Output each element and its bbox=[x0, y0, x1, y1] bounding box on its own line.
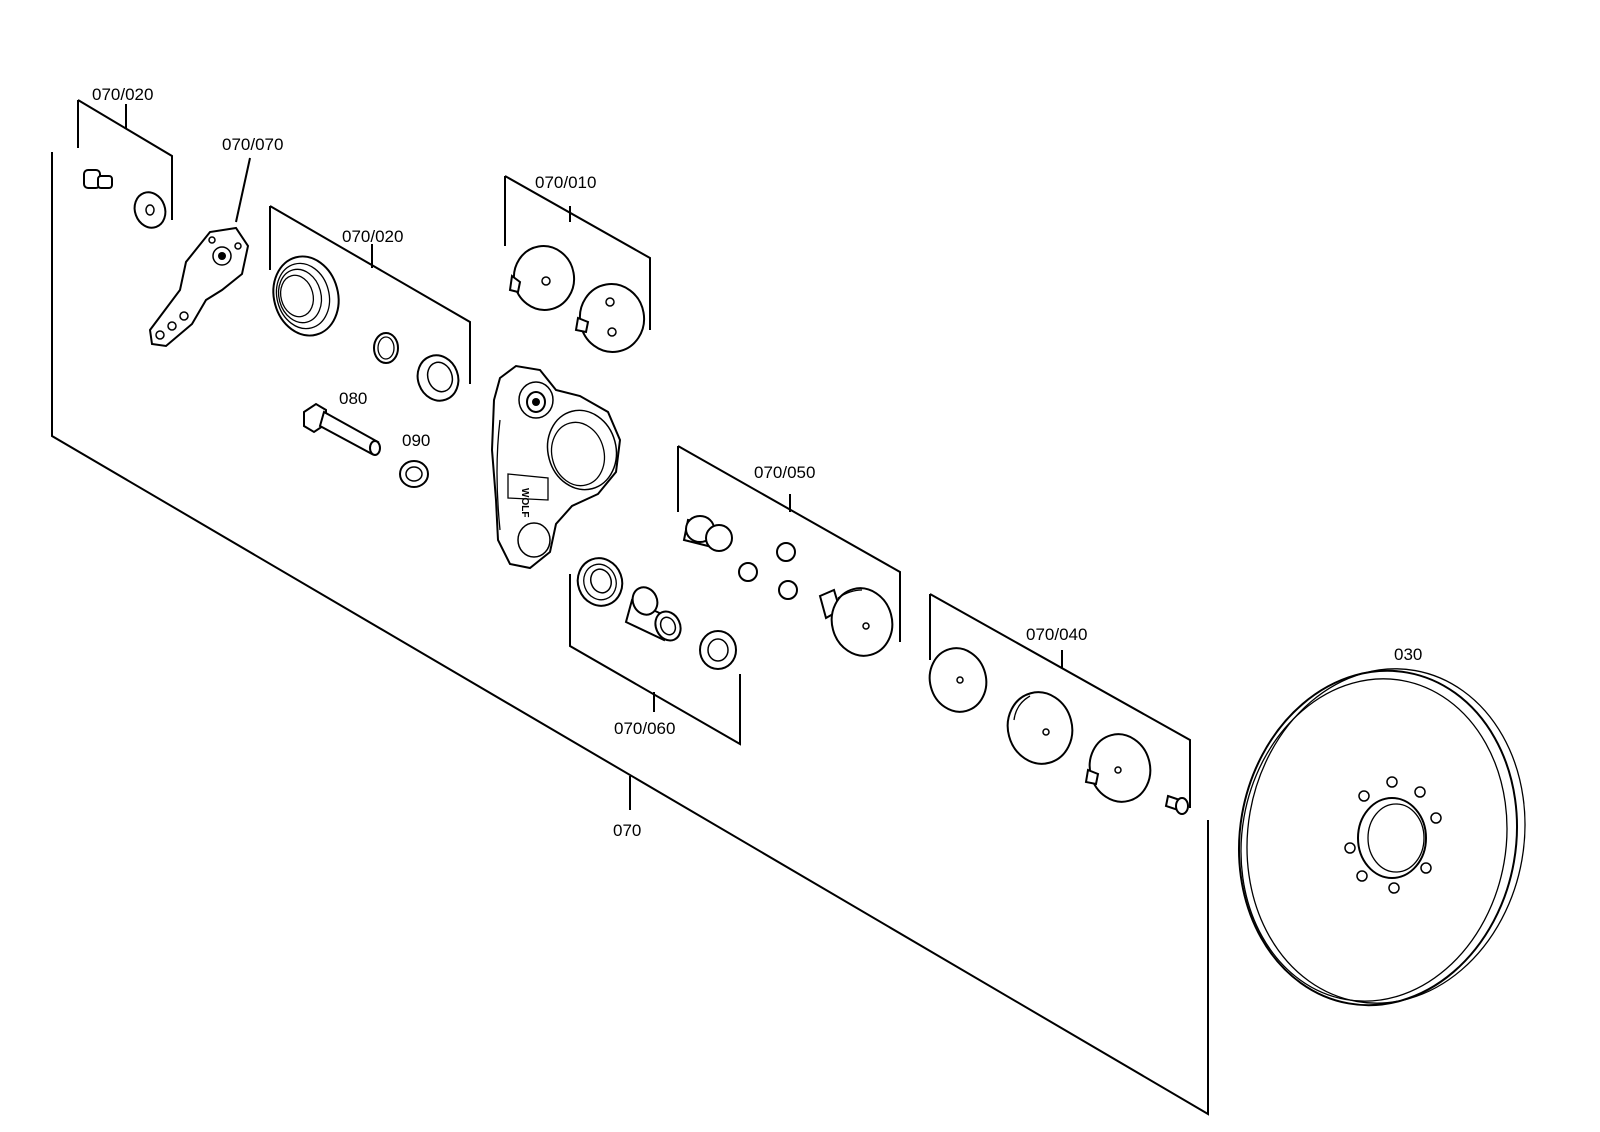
leader-070-070 bbox=[235, 157, 251, 223]
bushing-sleeve[interactable] bbox=[411, 350, 464, 407]
group-070-040-bracket bbox=[929, 593, 1191, 808]
cover-plate[interactable] bbox=[1082, 727, 1158, 808]
guide-sleeve[interactable] bbox=[624, 583, 685, 644]
brake-pad-right[interactable] bbox=[574, 279, 650, 357]
piston-bushing[interactable] bbox=[682, 515, 733, 552]
callout-070-020-a[interactable]: 070/020 bbox=[92, 85, 153, 104]
balls-set[interactable] bbox=[738, 542, 798, 600]
caliper-housing[interactable]: WOLF bbox=[490, 364, 625, 570]
brake-pad-left[interactable] bbox=[508, 241, 579, 314]
callout-070-060[interactable]: 070/060 bbox=[614, 719, 675, 738]
callout-070-050[interactable]: 070/050 bbox=[754, 463, 815, 482]
washer-small[interactable] bbox=[130, 188, 171, 232]
cap-housing[interactable] bbox=[1000, 685, 1080, 771]
group-070-bracket bbox=[51, 152, 1209, 1116]
housing-brand-mark: WOLF bbox=[519, 488, 530, 517]
thrust-piston[interactable] bbox=[818, 581, 900, 662]
callout-070-070[interactable]: 070/070 bbox=[222, 135, 283, 154]
slack-adjuster-lever[interactable] bbox=[148, 226, 250, 348]
group-070-050-bracket bbox=[677, 445, 901, 642]
retaining-ring[interactable] bbox=[699, 630, 737, 670]
callout-090[interactable]: 090 bbox=[402, 431, 430, 450]
flat-washer[interactable] bbox=[399, 460, 429, 488]
callout-070[interactable]: 070 bbox=[613, 821, 641, 840]
callout-070-040[interactable]: 070/040 bbox=[1026, 625, 1087, 644]
callout-070-010[interactable]: 070/010 bbox=[535, 173, 596, 192]
seal-ring[interactable] bbox=[571, 552, 629, 612]
pin-bolt[interactable] bbox=[83, 169, 113, 189]
callout-070-020-b[interactable]: 070/020 bbox=[342, 227, 403, 246]
group-070-020-b-bracket bbox=[269, 205, 471, 384]
callout-080[interactable]: 080 bbox=[339, 389, 367, 408]
hex-bolt[interactable] bbox=[303, 402, 381, 456]
group-070-060-bracket bbox=[569, 574, 741, 746]
group-070-010-bracket bbox=[504, 175, 651, 330]
cover-disc[interactable] bbox=[923, 642, 994, 718]
brake-disc[interactable] bbox=[1213, 647, 1551, 1028]
group-070-020-a-bracket bbox=[77, 99, 173, 220]
callout-030[interactable]: 030 bbox=[1394, 645, 1422, 664]
bellows-seal[interactable] bbox=[265, 249, 348, 343]
o-ring[interactable] bbox=[373, 332, 399, 364]
bleed-screw[interactable] bbox=[1164, 794, 1189, 815]
